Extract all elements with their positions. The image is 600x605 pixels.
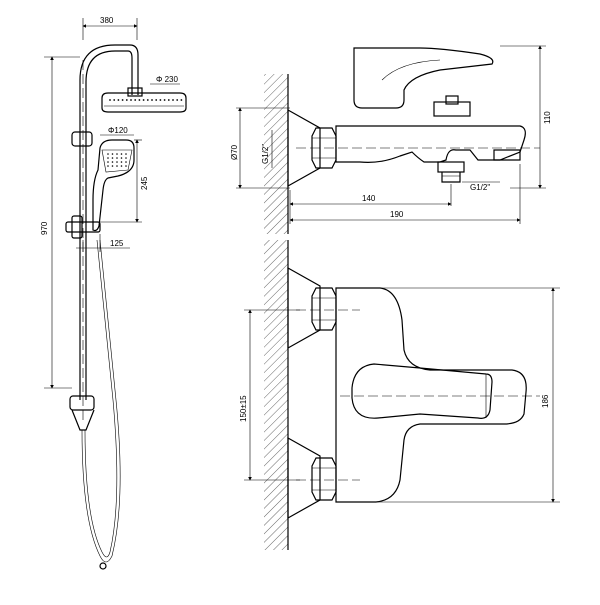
nozzle-dot [125,153,127,155]
nozzle-dot [146,99,149,101]
nozzle-dot [117,99,120,101]
nozzle-dot [116,157,118,159]
nozzle-dot [159,99,162,101]
nozzle-dot [116,153,118,155]
dim-width-140: 140 [362,194,376,203]
nozzle-dot [180,99,183,101]
nozzle-dot [142,99,145,101]
nozzle-dot [120,157,123,159]
dim-body-diameter: Ø70 [230,144,239,160]
nozzle-dot [120,153,123,155]
dim-spacing: 150±15 [239,395,248,422]
nozzle-dot [172,99,174,101]
nozzle-dot [138,99,141,101]
nozzle-dot [111,157,114,159]
nozzle-dot [120,165,123,167]
mixer-top-view [264,240,540,550]
dim-holder-offset: 125 [110,239,124,248]
nozzle-dot [163,99,166,101]
mixer-side-view [264,47,540,234]
nozzle-dot [109,99,111,101]
top-dimensions: 150±15 186 [239,287,560,503]
side-dimensions: Ø70 G1/2" G1/2" 140 190 110 [230,45,552,224]
dim-thread-left: G1/2" [261,144,270,164]
nozzle-dot [107,161,109,163]
nozzle-dot [130,99,132,101]
nozzle-dot [167,99,170,101]
dim-depth-186: 186 [541,394,550,408]
dim-height-total: 970 [40,221,49,235]
nozzle-dot [111,161,114,163]
nozzle-dot [113,99,116,101]
dim-head-offset: 380 [100,16,114,25]
nozzle-dot [116,165,118,167]
nozzle-dot [107,157,109,159]
dim-hand-diameter: Φ120 [108,126,128,135]
nozzle-dot [125,99,128,101]
nozzle-dot [120,161,123,163]
nozzle-dot [176,99,179,101]
nozzle-dot [155,99,158,101]
left-dimensions: 380 Φ 230 970 Φ120 245 125 [40,16,180,389]
shower-head [101,92,187,113]
nozzle-dot [107,165,109,167]
dim-thread-bottom: G1/2" [470,183,490,192]
dim-width-190: 190 [390,210,404,219]
nozzle-dot [125,165,127,167]
shower-column-view [65,44,187,570]
dim-hand-height: 245 [140,176,149,190]
nozzle-dot [125,161,127,163]
nozzle-dot [134,99,137,101]
nozzle-dot [151,99,153,101]
nozzle-dot [111,153,114,155]
nozzle-dot [121,99,124,101]
nozzle-dot [116,161,118,163]
hand-shower [92,139,135,232]
nozzle-dot [111,165,114,167]
dim-height-110: 110 [543,111,552,124]
dim-head-diameter: Φ 230 [156,75,179,84]
nozzle-dot [107,153,109,155]
nozzle-dot [125,157,127,159]
